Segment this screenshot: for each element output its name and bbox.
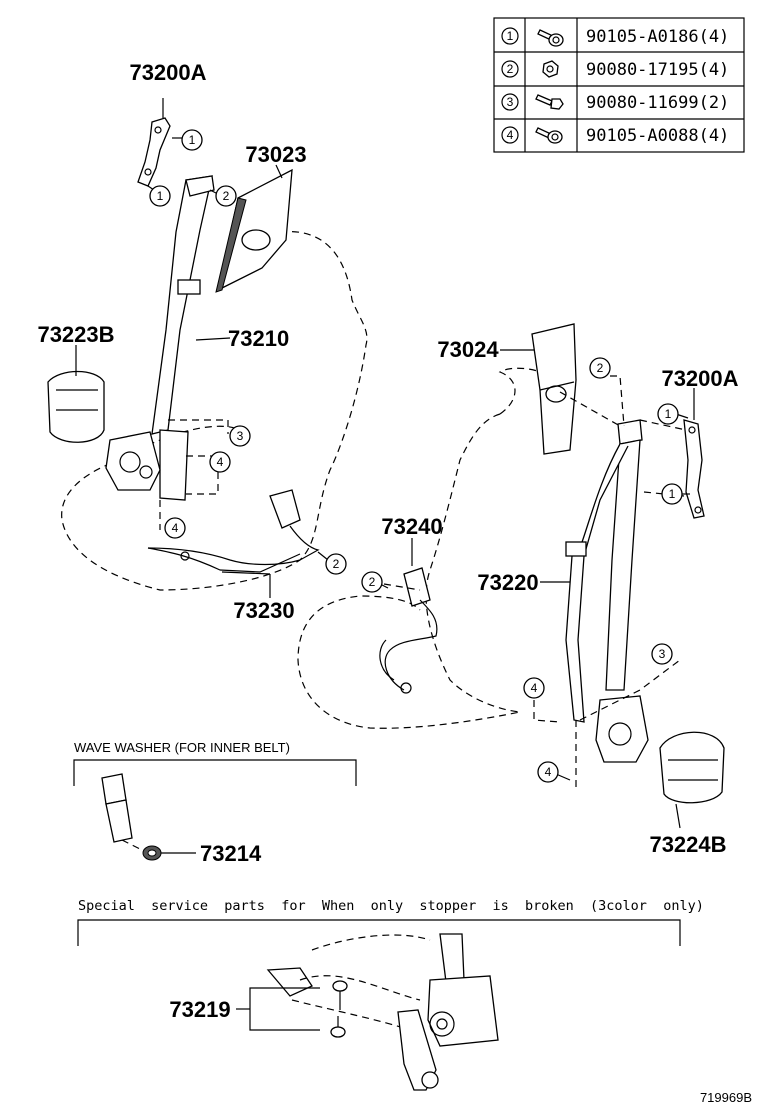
shoulder-belt-73210 bbox=[151, 175, 215, 501]
diagram-id: 719969B bbox=[700, 1090, 752, 1105]
svg-text:3: 3 bbox=[659, 647, 666, 661]
flange-bolt-icon bbox=[535, 127, 563, 144]
callout-2-d: 2 bbox=[361, 571, 389, 593]
part-number-73200A-left: 73200A bbox=[129, 60, 206, 85]
retractor-cover-73223B bbox=[47, 370, 105, 443]
part-number-73223B: 73223B bbox=[37, 322, 114, 347]
callout-1-b: 1 bbox=[147, 185, 171, 207]
part-number-73240: 73240 bbox=[381, 514, 442, 539]
left-seat-outline bbox=[61, 230, 368, 591]
part-number-73224B: 73224B bbox=[649, 832, 726, 857]
svg-text:1: 1 bbox=[669, 487, 676, 501]
wave-washer-bracket bbox=[73, 759, 357, 786]
svg-text:2: 2 bbox=[223, 189, 230, 203]
nut-icon bbox=[542, 60, 559, 78]
fastener-part-number: 90105-A0088(4) bbox=[586, 126, 729, 146]
part-number-73219: 73219 bbox=[169, 997, 230, 1022]
svg-text:4: 4 bbox=[172, 521, 179, 535]
fastener-row-4: 4 90105-A0088(4) bbox=[501, 126, 729, 146]
fastener-row-3: 3 90080-11699(2) bbox=[501, 93, 729, 113]
special-service-bracket bbox=[77, 919, 681, 946]
wave-washer-73214 bbox=[142, 845, 162, 861]
flange-bolt-icon bbox=[537, 29, 564, 47]
callout-4-c: 4 bbox=[523, 677, 545, 699]
svg-text:4: 4 bbox=[217, 455, 224, 469]
svg-text:3: 3 bbox=[237, 429, 244, 443]
callout-3-a: 3 bbox=[229, 425, 251, 447]
part-number-73200A-right: 73200A bbox=[661, 366, 738, 391]
anchor-plate-right bbox=[683, 419, 705, 519]
bolt-icon bbox=[535, 94, 564, 110]
shoulder-belt-73220 bbox=[565, 419, 643, 723]
svg-text:1: 1 bbox=[157, 189, 164, 203]
pillar-garnish-73024 bbox=[531, 323, 577, 455]
fastener-key: 1 bbox=[507, 29, 514, 43]
right-seat-outline bbox=[297, 413, 521, 729]
stopper-lower bbox=[330, 1016, 346, 1038]
fastener-part-number: 90105-A0186(4) bbox=[586, 27, 729, 47]
buckle-assembly-73230 bbox=[147, 489, 320, 575]
callout-4-b: 4 bbox=[164, 517, 186, 539]
fastener-table: 1 90105-A0186(4) 2 90080-17195(4) 3 bbox=[493, 17, 745, 153]
special-service-label: Special service parts for When only stop… bbox=[78, 898, 704, 914]
anchor-plate-left bbox=[137, 117, 171, 187]
callout-2-b: 2 bbox=[317, 551, 347, 575]
part-number-73023: 73023 bbox=[245, 142, 306, 167]
stopper-belt-assembly bbox=[266, 933, 499, 1091]
fastener-key: 2 bbox=[507, 62, 514, 76]
svg-text:1: 1 bbox=[665, 407, 672, 421]
svg-text:2: 2 bbox=[333, 557, 340, 571]
callout-4-a: 4 bbox=[209, 451, 231, 473]
callout-1-c: 1 bbox=[657, 403, 689, 425]
fastener-row-1: 1 90105-A0186(4) bbox=[501, 27, 729, 47]
part-number-73220: 73220 bbox=[477, 570, 538, 595]
part-number-73230: 73230 bbox=[233, 598, 294, 623]
stopper-upper bbox=[332, 980, 348, 1010]
buckle-assembly-73240 bbox=[379, 567, 438, 694]
stopper-bracket bbox=[249, 987, 320, 1031]
callout-2-a: 2 bbox=[209, 185, 237, 207]
svg-text:4: 4 bbox=[531, 681, 538, 695]
fastener-part-number: 90080-17195(4) bbox=[586, 60, 729, 80]
wave-washer-label: WAVE WASHER (FOR INNER BELT) bbox=[74, 740, 290, 755]
fastener-key: 4 bbox=[507, 128, 514, 142]
svg-text:2: 2 bbox=[597, 361, 604, 375]
fastener-part-number: 90080-11699(2) bbox=[586, 93, 729, 113]
callout-2-c: 2 bbox=[589, 357, 611, 379]
part-number-73024: 73024 bbox=[437, 337, 499, 362]
callout-3-b: 3 bbox=[651, 643, 673, 665]
svg-text:4: 4 bbox=[545, 765, 552, 779]
part-number-73214: 73214 bbox=[200, 841, 262, 866]
retractor-right bbox=[595, 695, 649, 763]
part-number-73210: 73210 bbox=[228, 326, 289, 351]
retractor-left bbox=[105, 431, 161, 491]
fastener-row-2: 2 90080-17195(4) bbox=[501, 60, 729, 80]
svg-text:2: 2 bbox=[369, 575, 376, 589]
callout-4-d: 4 bbox=[537, 761, 571, 783]
fastener-key: 3 bbox=[507, 95, 514, 109]
callout-1-a: 1 bbox=[172, 129, 203, 151]
inner-belt-buckle bbox=[101, 773, 133, 843]
retractor-cover-73224B bbox=[659, 731, 725, 804]
pillar-garnish-73023 bbox=[215, 168, 293, 293]
svg-text:1: 1 bbox=[189, 133, 196, 147]
callout-1-d: 1 bbox=[661, 483, 690, 505]
